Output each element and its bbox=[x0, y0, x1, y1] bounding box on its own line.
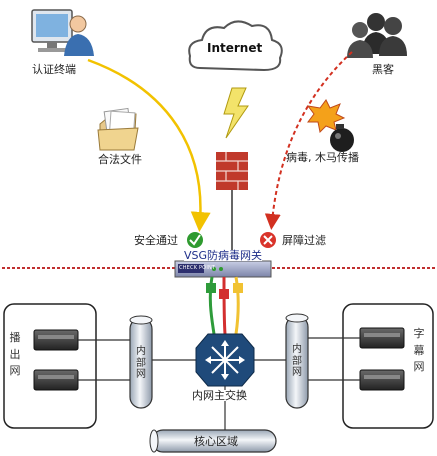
inner-net-right-pipe bbox=[285, 313, 309, 409]
core-switch-label: 内网主交换 bbox=[192, 389, 247, 402]
hacker-group-icon bbox=[347, 13, 407, 58]
connector-lines bbox=[78, 337, 360, 432]
folder-icon bbox=[97, 107, 139, 151]
allowed-traffic-path bbox=[87, 58, 211, 232]
inner-net-right-label: 内部网 bbox=[292, 344, 302, 378]
inner-net-left-label: 内部网 bbox=[136, 346, 146, 380]
legal-file-label: 合法文件 bbox=[98, 153, 142, 166]
broadcast-net-label: 播出网 bbox=[9, 331, 21, 377]
blocked-traffic-path bbox=[264, 51, 353, 230]
server-icon bbox=[33, 369, 79, 391]
server-icon bbox=[359, 327, 405, 349]
hacker-label: 黑客 bbox=[372, 63, 394, 76]
server-icon bbox=[359, 369, 405, 391]
core-zone-label: 核心区域 bbox=[194, 435, 238, 448]
lightning-icon bbox=[223, 87, 249, 139]
device-badge-label: CHECK POINT bbox=[179, 265, 216, 271]
safe-pass-label: 安全通过 bbox=[134, 234, 178, 247]
block-filter-label: 屏障过滤 bbox=[282, 234, 326, 247]
virus-trojan-label: 病毒, 木马传播 bbox=[286, 151, 359, 164]
gateway-label: VSG防病毒网关 bbox=[184, 249, 263, 262]
core-zone-pipe bbox=[149, 429, 277, 453]
internet-label: Internet bbox=[207, 41, 263, 55]
media-net-label: 字幕网 bbox=[413, 327, 425, 373]
firewall-icon bbox=[216, 152, 248, 255]
auth-terminal-label: 认证终端 bbox=[32, 63, 76, 76]
switch-icon bbox=[195, 333, 255, 387]
server-icon bbox=[33, 329, 79, 351]
cloud-icon bbox=[188, 20, 283, 72]
inner-net-left-pipe bbox=[129, 315, 153, 409]
bomb-icon bbox=[306, 99, 354, 152]
network-cables bbox=[206, 276, 243, 335]
cross-icon bbox=[260, 232, 276, 248]
computer-user-icon bbox=[31, 9, 94, 56]
check-icon bbox=[187, 232, 203, 248]
